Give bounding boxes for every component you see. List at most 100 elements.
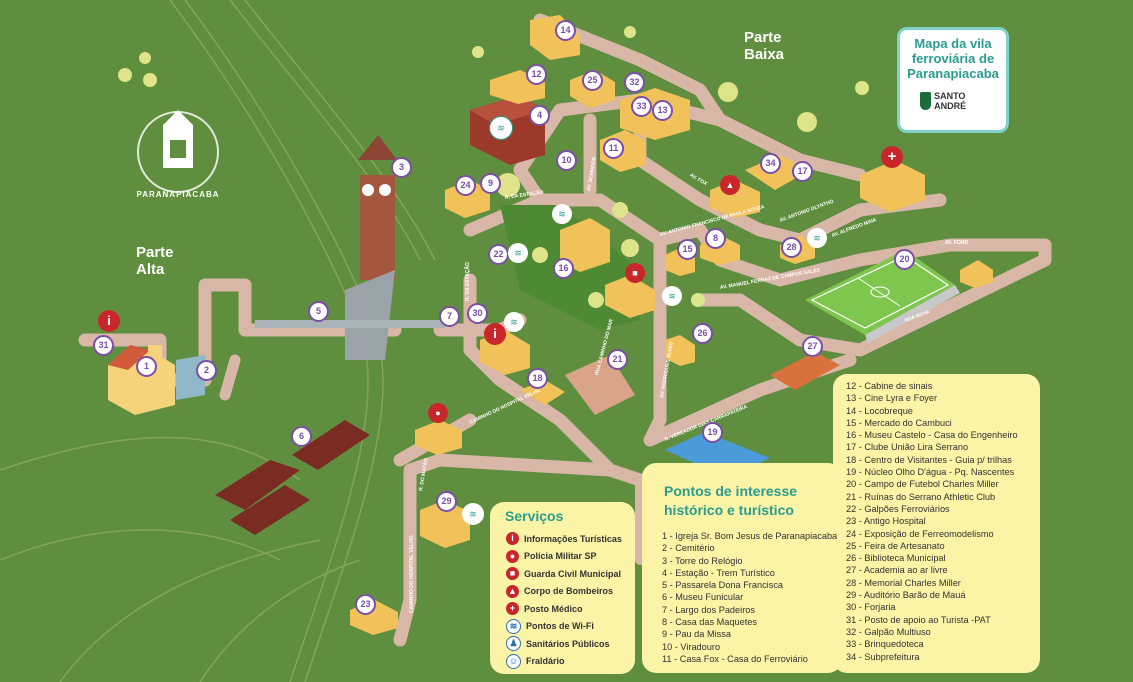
poi-item: 26 - Biblioteca Municipal bbox=[846, 553, 946, 564]
map-pin-28[interactable]: 28 bbox=[781, 237, 802, 258]
medical-cross-icon: + bbox=[506, 602, 519, 616]
wifi-icon[interactable]: ≋ bbox=[807, 228, 827, 248]
ruins bbox=[565, 355, 635, 415]
service-item: ■Guarda Civil Municipal bbox=[506, 565, 631, 583]
city-logo: SANTO ANDRÉ bbox=[920, 87, 986, 115]
map-pin-32[interactable]: 32 bbox=[624, 72, 645, 93]
map-pin-1[interactable]: 1 bbox=[136, 356, 157, 377]
map-pin-12[interactable]: 12 bbox=[526, 64, 547, 85]
map-pin-25[interactable]: 25 bbox=[582, 70, 603, 91]
map-pin-26[interactable]: 26 bbox=[692, 323, 713, 344]
football-field bbox=[805, 250, 960, 343]
poi-item: 19 - Núcleo Olho D'água - Pq. Nascentes bbox=[846, 467, 1015, 478]
medical-cross-icon[interactable]: + bbox=[881, 146, 903, 168]
clock-tower bbox=[345, 135, 397, 360]
service-label: Corpo de Bombeiros bbox=[524, 586, 614, 597]
service-label: Sanitários Públicos bbox=[526, 638, 610, 649]
map-pin-8[interactable]: 8 bbox=[705, 228, 726, 249]
map-pin-9[interactable]: 9 bbox=[480, 173, 501, 194]
map-pin-10[interactable]: 10 bbox=[556, 150, 577, 171]
poi-item: 17 - Clube União Lira Serrano bbox=[846, 442, 969, 453]
map-pin-18[interactable]: 18 bbox=[527, 368, 548, 389]
map-pin-21[interactable]: 21 bbox=[607, 349, 628, 370]
service-label: Guarda Civil Municipal bbox=[524, 568, 622, 579]
poi-list-left: 1 - Igreja Sr. Bom Jesus de Paranapiacab… bbox=[662, 530, 837, 665]
poi-item: 2 - Cemitério bbox=[662, 543, 715, 554]
map-pin-5[interactable]: 5 bbox=[308, 301, 329, 322]
street-label: R. DA ESTAÇÃO bbox=[465, 262, 471, 301]
poi-legend bbox=[642, 463, 842, 673]
fire-department-icon[interactable]: ▲ bbox=[720, 175, 740, 195]
wifi-icon: ≋ bbox=[506, 618, 521, 634]
map-pin-6[interactable]: 6 bbox=[291, 426, 312, 447]
paranapiacaba-badge-label: PARANAPIACABA bbox=[136, 190, 220, 199]
funicular-sheds bbox=[215, 420, 370, 535]
wifi-icon[interactable]: ≋ bbox=[508, 243, 528, 263]
poi-item: 11 - Casa Fox - Casa do Ferroviário bbox=[662, 653, 808, 664]
map-pin-29[interactable]: 29 bbox=[436, 491, 457, 512]
map-pin-14[interactable]: 14 bbox=[555, 20, 576, 41]
map-title: Mapa da vila ferroviária de Paranapiacab… bbox=[907, 36, 999, 81]
poi-item: 33 - Brinquedoteca bbox=[846, 639, 924, 650]
map-pin-15[interactable]: 15 bbox=[677, 239, 698, 260]
map-pin-31[interactable]: 31 bbox=[93, 335, 114, 356]
region-label-baixa: Parte Baixa bbox=[744, 29, 785, 63]
poi-item: 18 - Centro de Visitantes - Guia p/ tril… bbox=[846, 454, 1012, 465]
map-pin-7[interactable]: 7 bbox=[439, 306, 460, 327]
poi-item: 10 - Viradouro bbox=[662, 641, 721, 652]
fire-department-icon: ▲ bbox=[506, 584, 519, 598]
map-pin-4[interactable]: 4 bbox=[529, 105, 550, 126]
wifi-icon[interactable]: ≋ bbox=[504, 312, 524, 332]
poi-legend-upper bbox=[833, 374, 1040, 673]
poi-item: 1 - Igreja Sr. Bom Jesus de Paranapiacab… bbox=[662, 531, 838, 541]
service-item: ●Polícia Militar SP bbox=[506, 548, 631, 566]
service-item: ≋ Pontos de Wi-Fi bbox=[506, 618, 631, 636]
map-pin-24[interactable]: 24 bbox=[455, 175, 476, 196]
map-pin-11[interactable]: 11 bbox=[603, 138, 624, 159]
street-label: AV. FORD bbox=[945, 240, 969, 246]
outdoor-gym bbox=[770, 352, 840, 390]
map-pin-2[interactable]: 2 bbox=[196, 360, 217, 381]
police-icon[interactable]: ● bbox=[428, 403, 448, 423]
service-label: Pontos de Wi-Fi bbox=[526, 621, 594, 632]
poi-item: 8 - Casa das Maquetes bbox=[662, 617, 757, 628]
poi-item: 28 - Memorial Charles Miller bbox=[846, 577, 961, 588]
poi-item: 12 - Cabine de sinais bbox=[846, 381, 933, 391]
region-label-alta: Parte Alta bbox=[136, 244, 174, 278]
map-pin-17[interactable]: 17 bbox=[792, 161, 813, 182]
guard-icon[interactable]: ■ bbox=[625, 263, 645, 283]
poi-item: 32 - Galpão Multiuso bbox=[846, 626, 931, 637]
map-pin-3[interactable]: 3 bbox=[391, 157, 412, 178]
police-icon: ● bbox=[506, 549, 519, 563]
wifi-icon[interactable]: ≋ bbox=[662, 286, 682, 306]
wifi-icon[interactable]: ≋ bbox=[489, 116, 513, 140]
map-pin-33[interactable]: 33 bbox=[631, 96, 652, 117]
map-pin-19[interactable]: 19 bbox=[702, 422, 723, 443]
poi-item: 27 - Academia ao ar livre bbox=[846, 565, 948, 576]
info-icon[interactable]: i bbox=[484, 323, 506, 345]
restroom-icon: ♟ bbox=[506, 636, 521, 652]
wifi-icon[interactable]: ≋ bbox=[552, 204, 572, 224]
poi-item: 34 - Subprefeitura bbox=[846, 651, 920, 662]
map-pin-27[interactable]: 27 bbox=[802, 336, 823, 357]
poi-item: 21 - Ruínas do Serrano Athletic Club bbox=[846, 491, 996, 502]
poi-item: 30 - Forjaria bbox=[846, 602, 896, 613]
service-item: + Posto Médico bbox=[506, 600, 631, 618]
map-pin-34[interactable]: 34 bbox=[760, 153, 781, 174]
poi-item: 3 - Torre do Relógio bbox=[662, 555, 743, 566]
map-pin-22[interactable]: 22 bbox=[488, 244, 509, 265]
wifi-icon[interactable]: ≋ bbox=[462, 503, 484, 525]
service-label: Posto Médico bbox=[524, 603, 583, 614]
map-pin-20[interactable]: 20 bbox=[894, 249, 915, 270]
map-pin-16[interactable]: 16 bbox=[553, 258, 574, 279]
info-icon[interactable]: i bbox=[98, 310, 120, 332]
paranapiacaba-badge bbox=[137, 110, 219, 193]
city-logo-text: SANTO ANDRÉ bbox=[934, 91, 967, 111]
map-pin-30[interactable]: 30 bbox=[467, 303, 488, 324]
map-pin-23[interactable]: 23 bbox=[355, 594, 376, 615]
map-pin-13[interactable]: 13 bbox=[652, 100, 673, 121]
